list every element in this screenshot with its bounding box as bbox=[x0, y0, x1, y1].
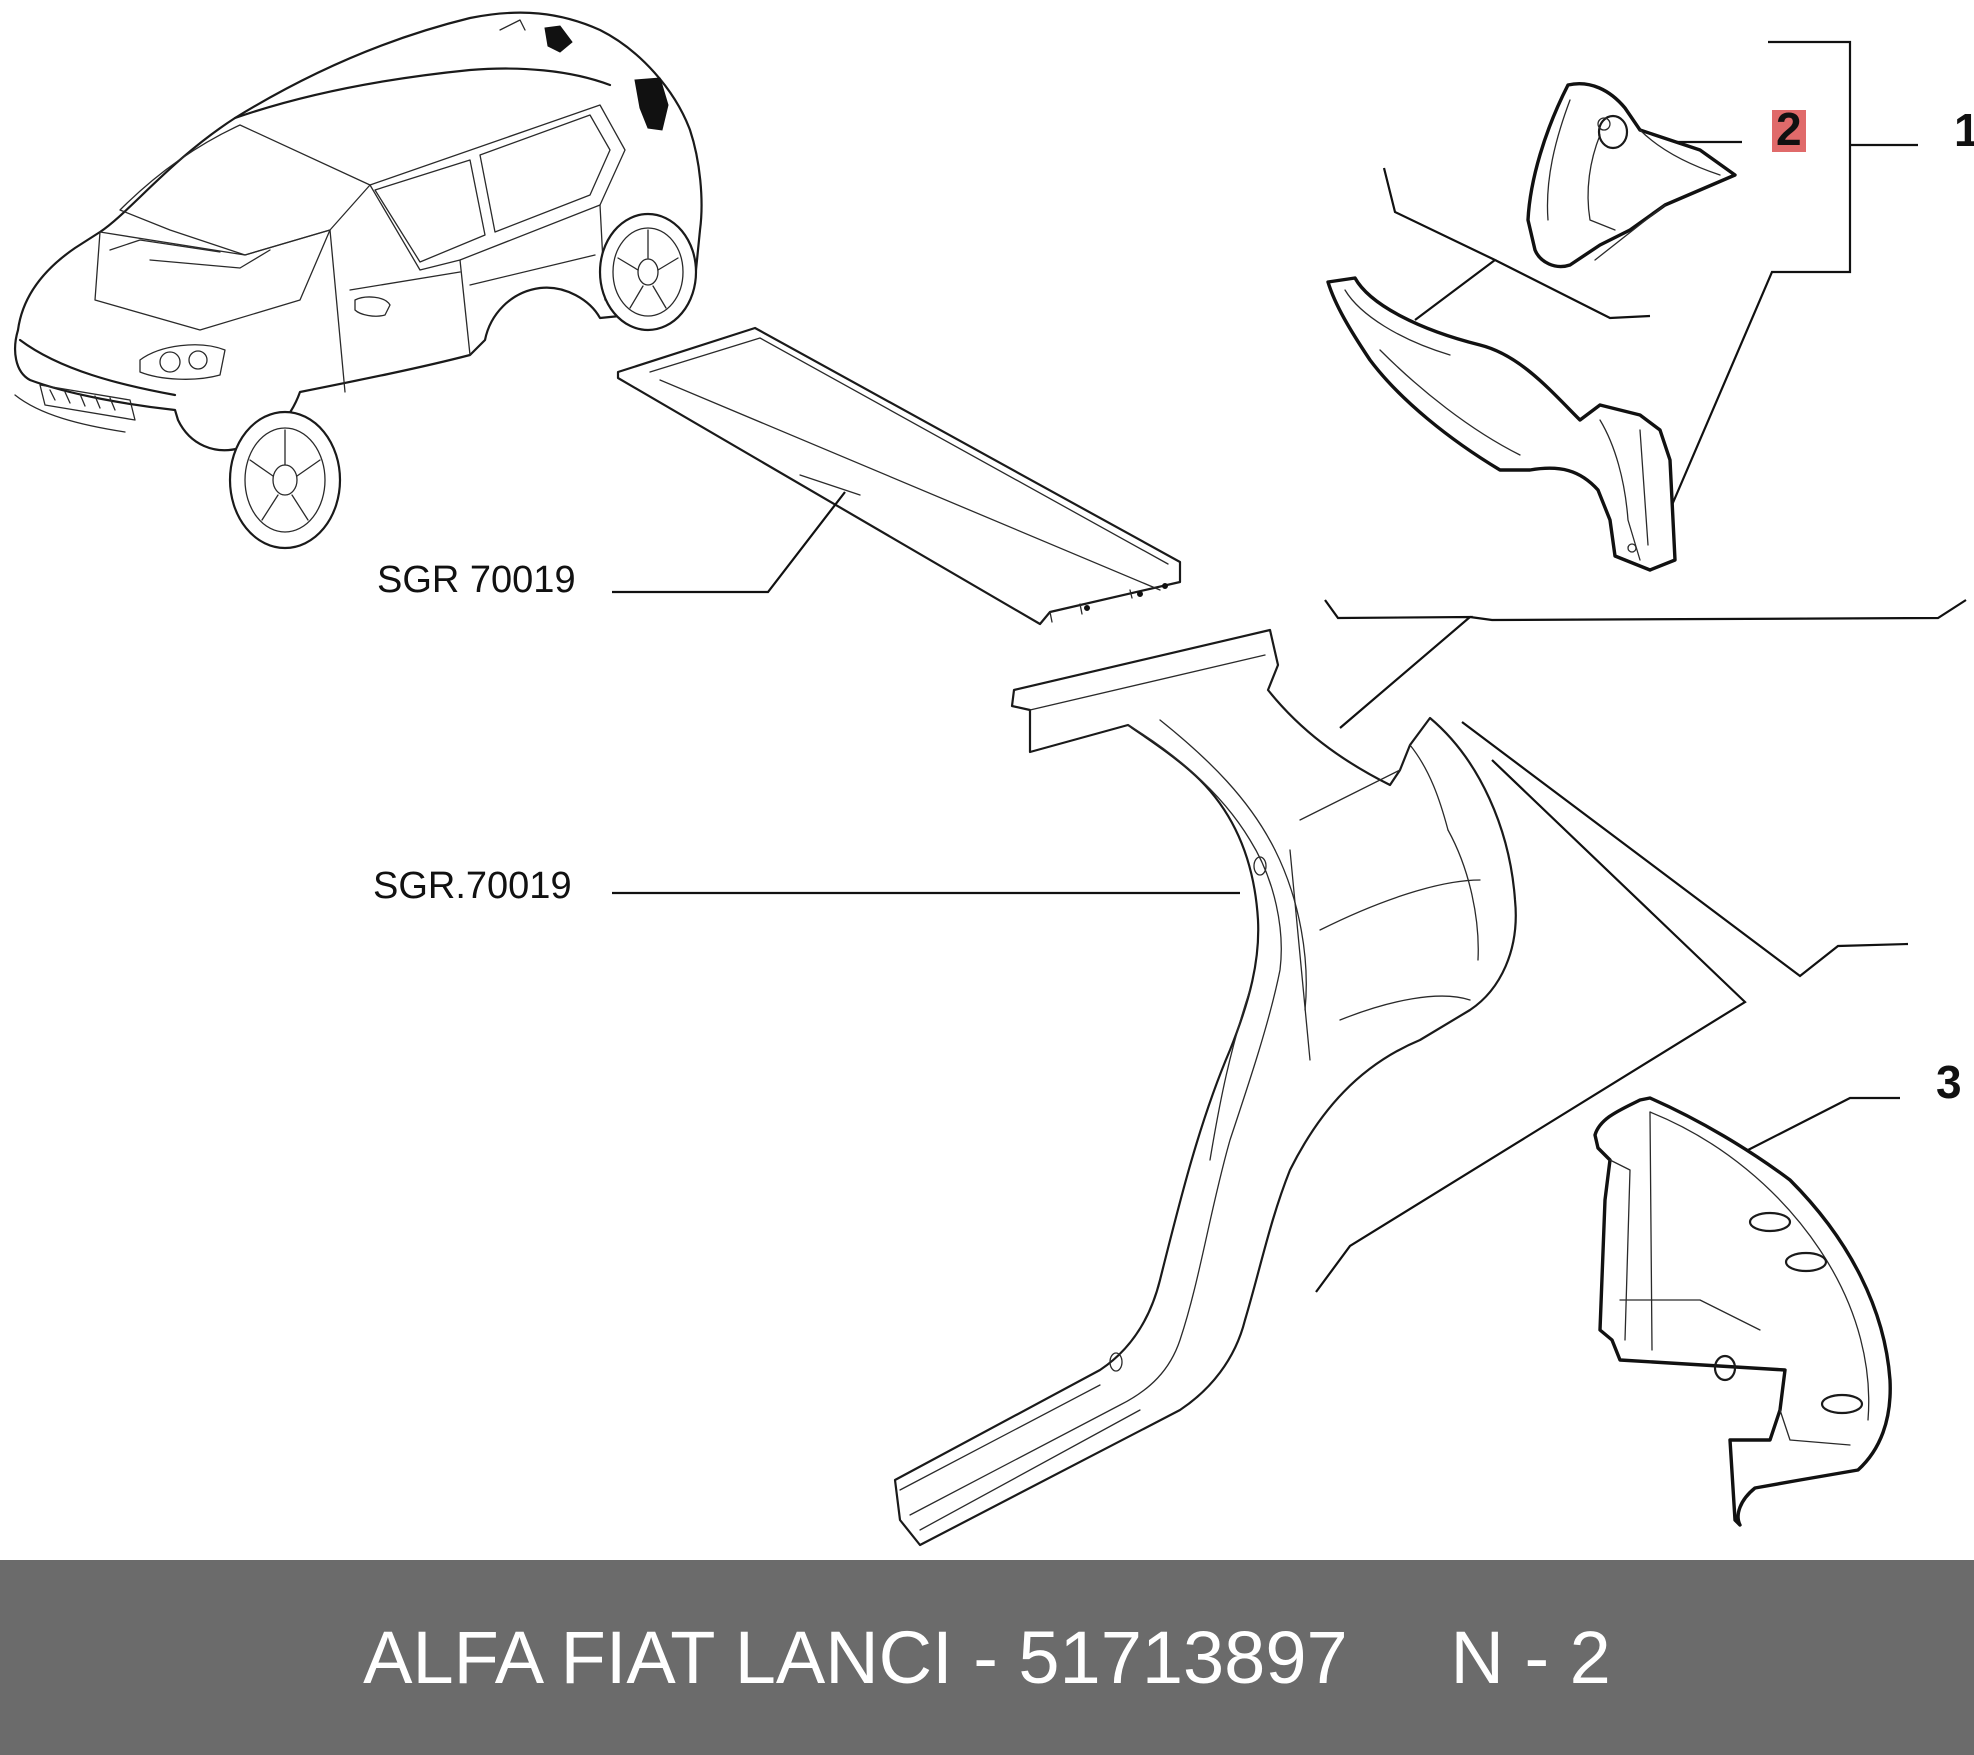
reference-label-lower: SGR.70019 bbox=[373, 865, 572, 907]
side-panel-part bbox=[893, 628, 1517, 1547]
parts-diagram: SGR 70019 SGR.70019 1 2 3 bbox=[14, 11, 1974, 1547]
car-overview-illustration bbox=[14, 11, 703, 550]
part-1-channel bbox=[1326, 276, 1677, 572]
callout-2: 2 bbox=[1776, 103, 1802, 155]
roof-panel-part bbox=[616, 326, 1182, 626]
callout-3: 3 bbox=[1936, 1056, 1962, 1108]
brand-part-number: ALFA FIAT LANCI - 51713897 bbox=[363, 1616, 1348, 1699]
part-info-banner: ALFA FIAT LANCI - 51713897 N - 2 bbox=[0, 1560, 1974, 1755]
callout-1: 1 bbox=[1954, 104, 1974, 156]
part-3-arch-liner bbox=[1593, 1096, 1892, 1527]
callout-2-highlight bbox=[1772, 110, 1806, 152]
part-2-bracket bbox=[1526, 82, 1737, 269]
leader-lines bbox=[612, 40, 1967, 1293]
position-code: N - 2 bbox=[1450, 1616, 1611, 1699]
reference-label-upper: SGR 70019 bbox=[377, 559, 576, 601]
